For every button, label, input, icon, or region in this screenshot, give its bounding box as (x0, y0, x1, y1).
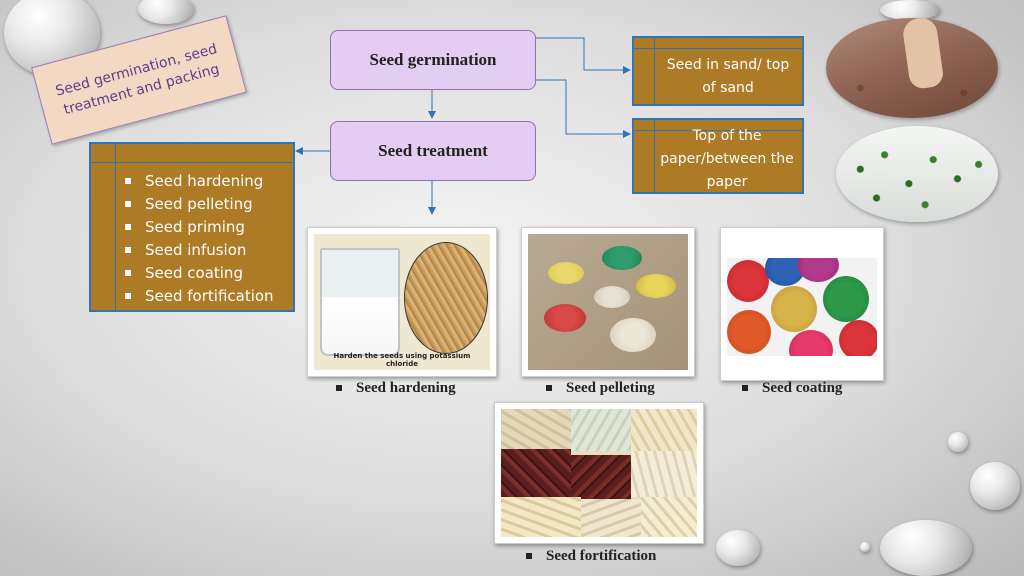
list-item: Seed coating (121, 262, 274, 285)
caption-coating: Seed coating (742, 380, 842, 397)
droplet-decoration (880, 520, 972, 576)
seed-treatment-label: Seed treatment (378, 141, 488, 160)
germination-method-paper: Top of the paper/between the paper (632, 118, 804, 194)
beaker-image (320, 248, 400, 356)
hand-shape (901, 18, 945, 91)
list-item: Seed pelleting (121, 193, 274, 216)
hardening-photo: Harden the seeds using potassium chlorid… (307, 227, 497, 377)
caption-fortification: Seed fortification (526, 548, 656, 565)
seed-germination-label: Seed germination (369, 50, 497, 69)
fortification-photo (494, 402, 704, 544)
list-item: Seed infusion (121, 239, 274, 262)
droplet-decoration (716, 530, 760, 566)
droplet-decoration (948, 432, 968, 452)
treatment-list-box: Seed hardening Seed pelleting Seed primi… (89, 142, 295, 312)
list-item: Seed hardening (121, 170, 274, 193)
germination-method-label: Seed in sand/ top of sand (666, 57, 790, 96)
droplet-decoration (970, 462, 1020, 510)
paper-germination-photo (836, 126, 998, 222)
hardening-inset-label: Harden the seeds using potassium chlorid… (333, 352, 471, 368)
treatment-list: Seed hardening Seed pelleting Seed primi… (121, 170, 274, 308)
caption-pelleting: Seed pelleting (546, 380, 655, 397)
sand-sowing-photo (826, 18, 998, 118)
seed-treatment-box: Seed treatment (330, 121, 536, 181)
caption-hardening: Seed hardening (336, 380, 456, 397)
droplet-decoration (860, 542, 870, 552)
list-item: Seed fortification (121, 285, 274, 308)
droplet-decoration (880, 0, 940, 20)
germination-method-sand: Seed in sand/ top of sand (632, 36, 804, 106)
pelleting-photo (521, 227, 695, 377)
treated-seeds-image (404, 242, 488, 354)
germination-method-label: Top of the paper/between the paper (660, 127, 794, 190)
list-item: Seed priming (121, 216, 274, 239)
seed-germination-box: Seed germination (330, 30, 536, 90)
coating-photo (720, 227, 884, 381)
droplet-decoration (138, 0, 194, 24)
